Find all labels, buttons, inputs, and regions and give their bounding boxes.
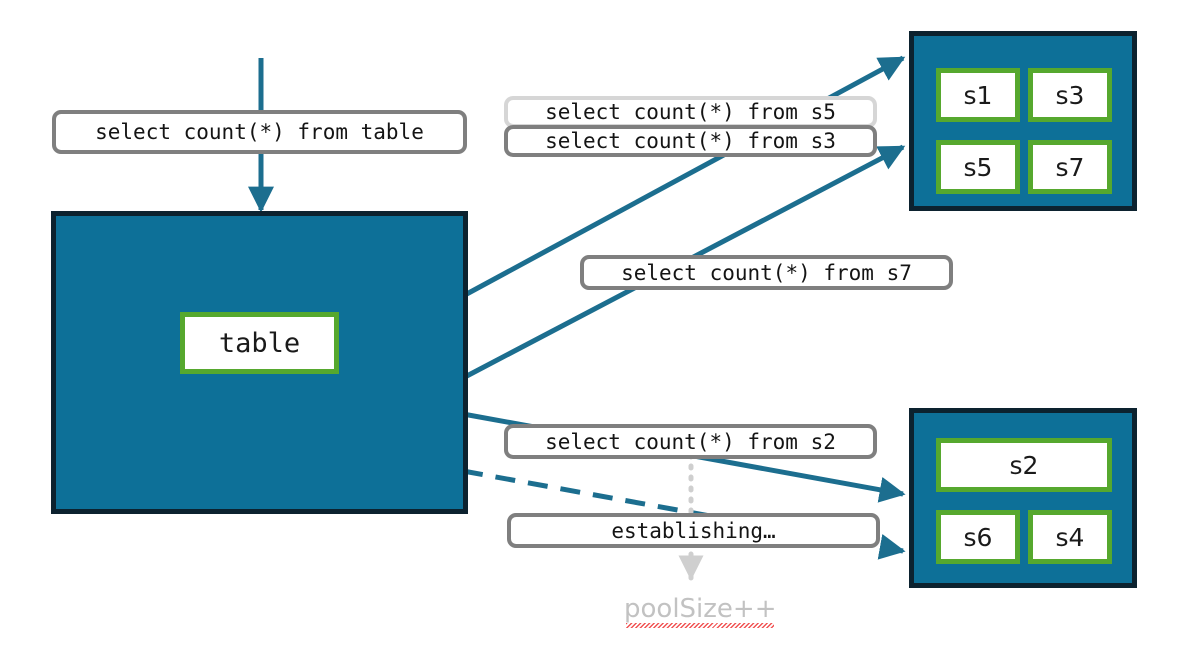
query-label-s2-text: select count(*) from s2 bbox=[545, 429, 836, 454]
server-node-s6-label: s6 bbox=[963, 522, 993, 552]
annotation-poolsize-text: poolSize++ bbox=[624, 594, 777, 624]
server-node-s3-label: s3 bbox=[1055, 80, 1085, 110]
query-label-s5-text: select count(*) from s5 bbox=[545, 100, 836, 124]
node-table-label: table bbox=[218, 327, 301, 359]
server-node-s5-label: s5 bbox=[963, 152, 993, 182]
server-node-s7[interactable]: s7 bbox=[1028, 140, 1112, 194]
node-table[interactable]: table bbox=[180, 312, 339, 374]
status-label-establishing-text: establishing… bbox=[611, 518, 776, 543]
server-node-s7-label: s7 bbox=[1055, 152, 1085, 182]
query-label-s5[interactable]: select count(*) from s5 bbox=[504, 96, 877, 128]
query-label-table-text: select count(*) from table bbox=[95, 120, 424, 144]
annotation-poolsize: poolSize++ bbox=[624, 594, 777, 628]
server-node-s3[interactable]: s3 bbox=[1028, 68, 1112, 122]
server-node-s4[interactable]: s4 bbox=[1028, 510, 1112, 564]
query-label-s7-text: select count(*) from s7 bbox=[621, 260, 912, 285]
spellcheck-squiggle-icon bbox=[626, 623, 775, 628]
query-label-table[interactable]: select count(*) from table bbox=[52, 110, 467, 154]
query-label-s3-text: select count(*) from s3 bbox=[545, 129, 836, 153]
server-node-s2[interactable]: s2 bbox=[936, 438, 1112, 492]
server-node-s1[interactable]: s1 bbox=[936, 68, 1020, 122]
server-node-s1-label: s1 bbox=[963, 80, 993, 110]
server-node-s6[interactable]: s6 bbox=[936, 510, 1020, 564]
server-node-s5[interactable]: s5 bbox=[936, 140, 1020, 194]
server-node-s4-label: s4 bbox=[1055, 522, 1085, 552]
status-label-establishing[interactable]: establishing… bbox=[507, 513, 880, 548]
query-label-s3[interactable]: select count(*) from s3 bbox=[504, 125, 877, 157]
query-label-s7[interactable]: select count(*) from s7 bbox=[580, 255, 953, 290]
server-node-s2-label: s2 bbox=[1009, 450, 1039, 480]
query-label-s2[interactable]: select count(*) from s2 bbox=[504, 424, 877, 459]
